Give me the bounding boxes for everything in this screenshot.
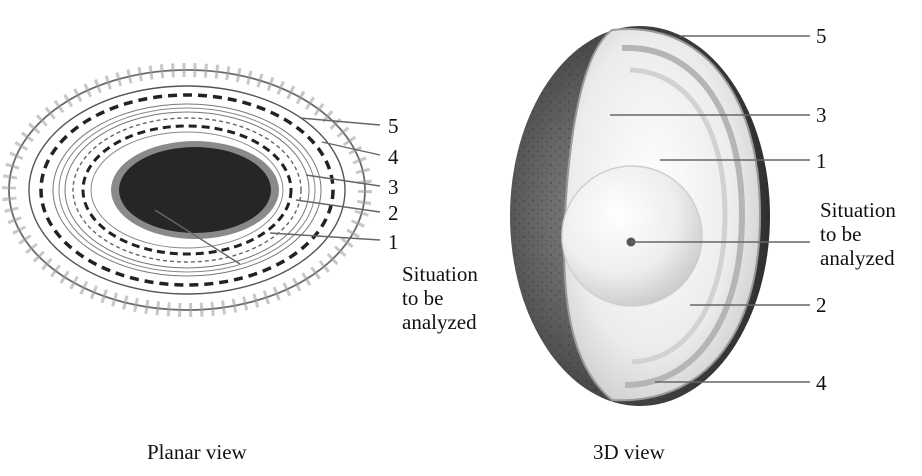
threed-label-1: 1 <box>816 149 827 173</box>
threed-situation-line-2: to be <box>820 222 896 246</box>
planar-rings <box>9 70 365 310</box>
planar-label-3: 3 <box>388 175 399 199</box>
planar-label-1: 1 <box>388 230 399 254</box>
planar-situation-line-2: to be <box>402 286 478 310</box>
planar-label-4: 4 <box>388 145 399 169</box>
planar-situation-label: Situation to be analyzed <box>402 262 478 334</box>
planar-situation-line-1: Situation <box>402 262 478 286</box>
planar-situation-line-3: analyzed <box>402 310 478 334</box>
threed-caption: 3D view <box>593 440 665 465</box>
threed-label-3: 3 <box>816 103 827 127</box>
threed-label-5: 5 <box>816 24 827 48</box>
planar-label-2: 2 <box>388 201 399 225</box>
planar-caption: Planar view <box>147 440 247 465</box>
threed-ovoid <box>510 26 770 406</box>
threed-label-4: 4 <box>816 371 827 395</box>
threed-label-2: 2 <box>816 293 827 317</box>
threed-situation-label: Situation to be analyzed <box>820 198 896 270</box>
threed-situation-line-1: Situation <box>820 198 896 222</box>
planar-label-5: 5 <box>388 114 399 138</box>
threed-situation-line-3: analyzed <box>820 246 896 270</box>
